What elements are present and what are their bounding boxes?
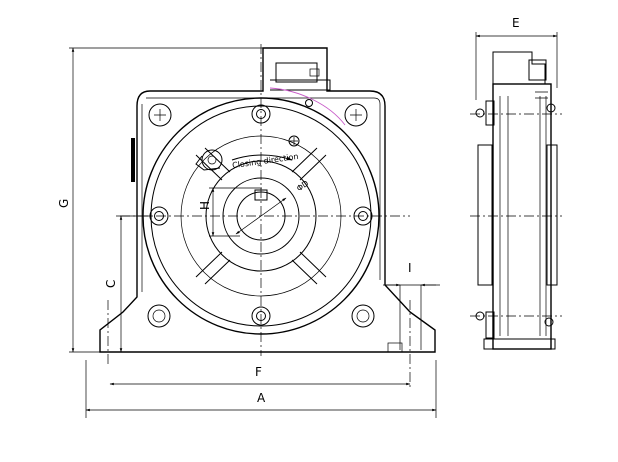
dim-A-label: A bbox=[257, 391, 266, 405]
side-view: E bbox=[470, 16, 562, 350]
dim-G-label: G bbox=[57, 199, 71, 208]
front-view: Closing direction ΦD H bbox=[99, 44, 436, 356]
dim-phiD-label: ΦD bbox=[295, 179, 310, 194]
dim-F-label: F bbox=[255, 365, 262, 379]
dimensions: G C I F A bbox=[57, 47, 440, 418]
dim-H-label: H bbox=[198, 201, 212, 210]
dim-C-label: C bbox=[104, 280, 118, 288]
corner-hole-bottom-left bbox=[147, 304, 171, 328]
side-body bbox=[492, 83, 552, 350]
release-lever bbox=[195, 149, 223, 171]
corner-hole-bottom-right bbox=[351, 304, 375, 328]
dim-E-label: E bbox=[512, 16, 520, 30]
side-bar bbox=[131, 138, 135, 182]
closing-direction-arrow bbox=[231, 154, 293, 161]
corner-hole-top-right bbox=[344, 103, 368, 127]
dim-I-label: I bbox=[408, 261, 412, 275]
micro-switch bbox=[275, 62, 318, 83]
corner-hole-top-left bbox=[148, 103, 172, 127]
housing-outline bbox=[99, 47, 436, 353]
